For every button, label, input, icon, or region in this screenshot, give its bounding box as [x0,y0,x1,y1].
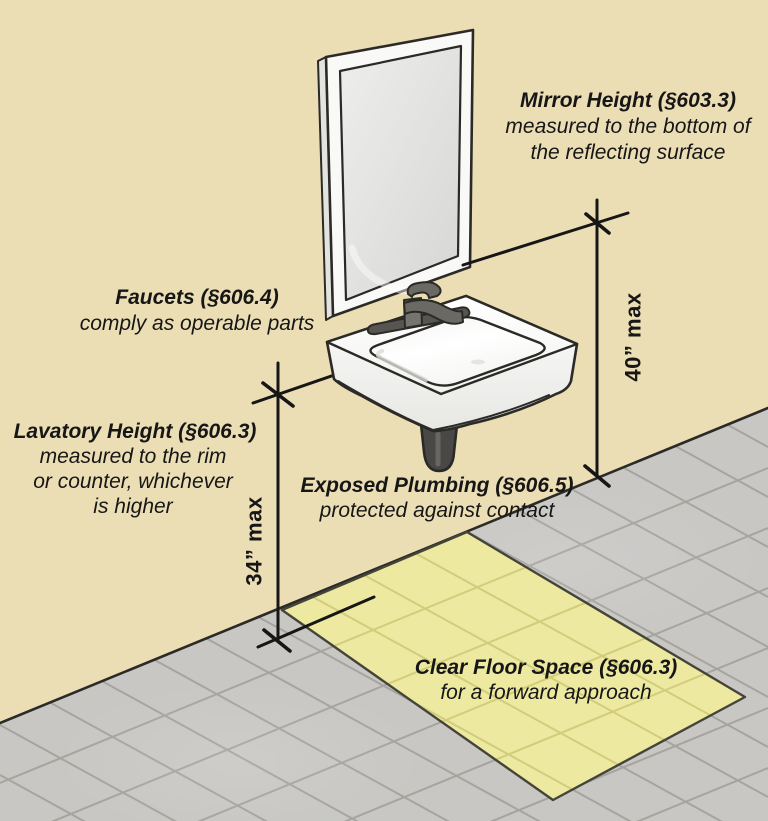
dimension-tick [583,464,611,488]
exposed-plumbing-line: protected against contact [319,499,556,522]
mirror-height-title: Mirror Height (§603.3) [520,89,736,112]
wall-base-line [0,406,768,725]
clear-floor-space-line: for a forward approach [440,681,651,704]
mirror-height-line: measured to the bottom of [505,115,752,138]
mirror-glass [338,44,463,302]
basin-inner-shadow [375,349,428,382]
lavatory-height-line: is higher [93,495,173,518]
dimension-tick [261,381,295,408]
mirror-leader-line [461,211,630,267]
exposed-plumbing-title: Exposed Plumbing (§606.5) [300,474,573,497]
faucets-line: comply as operable parts [80,312,315,335]
clear-floor-space-area [282,532,745,800]
dimension-tick [584,212,611,235]
basin-drain [471,359,485,365]
sink [325,294,579,433]
lavatory-height-line: measured to the rim [40,445,227,468]
mirror-height-dimension-label: 40” max [621,292,646,381]
clear-floor-space-outline [280,530,747,802]
sink-skirt-seam [337,380,550,431]
mirror-height-line: the reflecting surface [531,141,726,164]
faucets-title: Faucets (§606.4) [115,286,278,309]
lavatory-height-dimension-label: 34” max [242,496,267,585]
faucet-spout [403,299,464,325]
sink-basin [369,315,546,387]
mirror [317,28,475,321]
lavatory-height-title: Lavatory Height (§606.3) [14,420,257,443]
lavatory-height-line: or counter, whichever [33,470,234,493]
clear-floor-space-title: Clear Floor Space (§606.3) [415,656,678,679]
dimension-tick [262,628,292,653]
faucet-handle [406,281,442,299]
dimension-lines [256,198,630,653]
faucet [366,281,471,336]
callout-labels: Mirror Height (§603.3) measured to the b… [14,89,753,704]
